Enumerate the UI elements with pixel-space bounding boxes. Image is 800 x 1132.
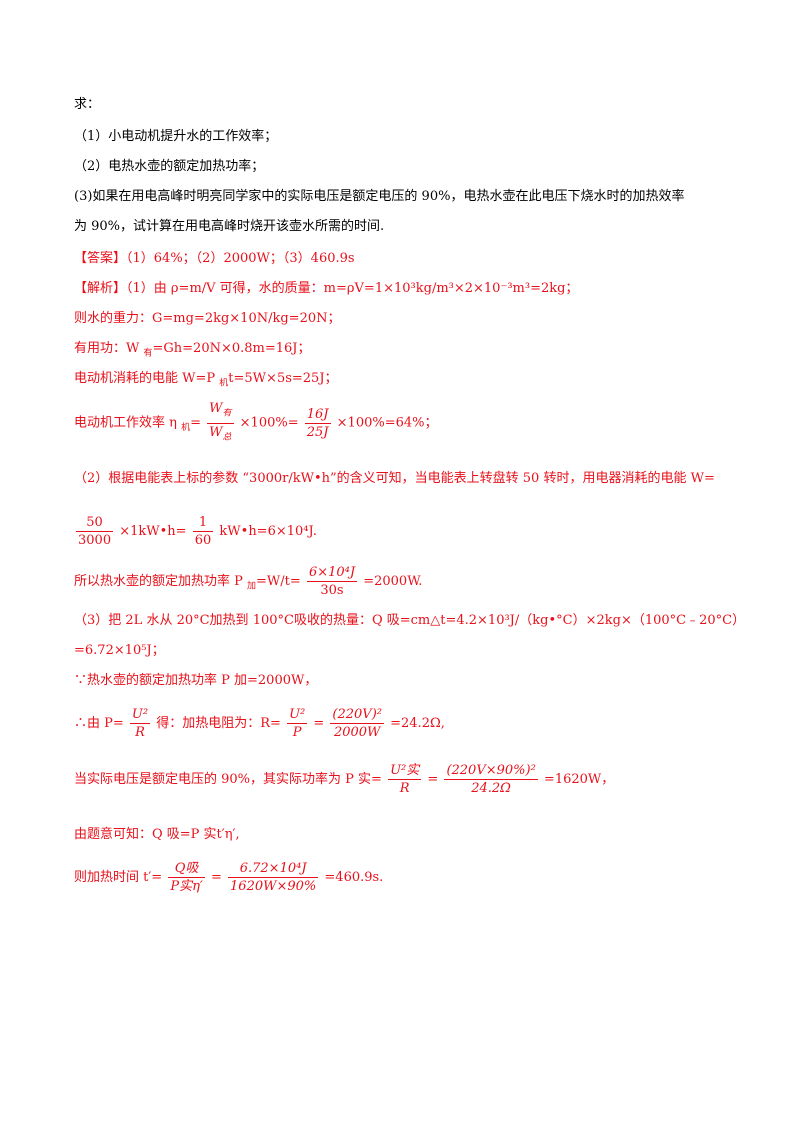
analysis-part3-heat: （3）把 2L 水从 20°C加热到 100°C吸收的热量：Q 吸=cm△t=4… xyxy=(74,613,746,628)
rated-power-num: 6×10⁴J xyxy=(306,565,358,582)
frac1-num: W xyxy=(209,401,223,416)
actual-power-fraction-2: (220V×90%)² 24.2Ω xyxy=(444,762,538,797)
frac2-num: 16J xyxy=(304,406,331,424)
efficiency-fraction-1: W有 W总 xyxy=(207,400,234,446)
useful-work-prefix: 有用功：W xyxy=(74,341,144,356)
answer-line: 【答案】（1）64%；（2）2000W；（3）460.9s xyxy=(74,250,355,268)
resistance-result: =24.2Ω, xyxy=(390,716,445,731)
question-3-line-2: 为 90%，试计算在用电高峰时烧开该壶水所需的时间. xyxy=(74,219,385,234)
resistance-fraction-2: U² P xyxy=(287,706,308,741)
question-ask: 求： xyxy=(74,97,101,112)
time-frac2-den: 1620W×90% xyxy=(230,879,317,894)
question-3-line-1: (3)如果在用电高峰时明亮同学家中的实际电压是额定电压的 90%，电热水壶在此电… xyxy=(74,189,685,204)
time-result: =460.9s. xyxy=(324,870,384,885)
time-frac1-den: P实η′ xyxy=(170,879,203,894)
analysis-part3-resistance: ∴由 P= U² R 得：加热电阻为：R= U² P = (220V)² 200… xyxy=(74,706,445,741)
ap-frac2-den: 24.2Ω xyxy=(471,781,511,796)
actual-power-fraction-1: U²实 R xyxy=(388,762,422,797)
actual-power-prefix: 当实际电压是额定电压的 90%，其实际功率为 P 实= xyxy=(74,772,382,787)
res-frac3-den: 2000W xyxy=(333,725,381,740)
analysis-gravity: 则水的重力：G=mg=2kg×10N/kg=20N； xyxy=(74,311,341,326)
rated-power-sub: 加 xyxy=(247,581,257,592)
frac2-den: 25J xyxy=(306,424,329,440)
time-frac2-num: 6.72×10⁴J xyxy=(228,860,319,878)
rated-power-fraction: 6×10⁴J 30s xyxy=(306,564,358,599)
resistance-fraction-3: (220V)² 2000W xyxy=(330,706,384,741)
question-1: （1）小电动机提升水的工作效率； xyxy=(74,129,278,144)
frac1-num-sub: 有 xyxy=(222,408,232,419)
ap-frac1-den: R xyxy=(399,781,410,796)
rated-power-result: =2000W. xyxy=(363,574,423,589)
actual-power-eq: = xyxy=(427,772,439,787)
efficiency-mid: ×100%= xyxy=(239,415,299,431)
resistance-mid: 得：加热电阻为：R= xyxy=(156,716,281,731)
res-frac2-num: U² xyxy=(287,707,308,724)
analysis-part3-relation: 由题意可知：Q 吸=P 实t′η′, xyxy=(74,827,240,842)
ap-frac2-num: (220V×90%)² xyxy=(444,763,538,780)
part2-fraction-1: 50 3000 xyxy=(76,514,114,549)
efficiency-prefix: 电动机工作效率 η xyxy=(74,415,182,431)
part2-frac1-den: 3000 xyxy=(78,533,112,548)
analysis-label: 【解析】 xyxy=(74,281,127,296)
analysis-line-1: 【解析】（1）由 ρ=m/V 可得，水的质量：m=ρV=1×10³kg/m³×2… xyxy=(74,280,578,298)
analysis-part3-actual-power: 当实际电压是额定电压的 90%，其实际功率为 P 实= U²实 R = (220… xyxy=(74,762,614,797)
res-frac1-num: U² xyxy=(129,707,151,724)
ap-frac1-num: U²实 xyxy=(388,763,422,780)
res-frac3-num: (220V)² xyxy=(330,707,384,724)
analysis-part3-time: 则加热时间 t′= Q吸 P实η′ = 6.72×10⁴J 1620W×90% … xyxy=(74,860,383,895)
frac1-den-sub: 总 xyxy=(222,432,232,443)
rated-power-mid: =W/t= xyxy=(256,574,301,589)
energy-value: t=5W×5s=25J； xyxy=(228,371,338,386)
rated-power-prefix: 所以热水壶的额定加热功率 P xyxy=(74,574,248,589)
part2-mid: ×1kW•h= xyxy=(119,524,187,539)
useful-work-value: =Gh=20N×0.8m=16J； xyxy=(152,341,311,356)
answer-text: （1）64%；（2）2000W；（3）460.9s xyxy=(126,251,355,266)
analysis-part2-line-2: 50 3000 ×1kW•h= 1 60 kW•h=6×10⁴J. xyxy=(74,514,317,549)
time-prefix: 则加热时间 t′= xyxy=(74,870,163,885)
useful-work-sub: 有 xyxy=(143,348,153,359)
efficiency-sub: 机 xyxy=(181,423,191,434)
frac1-den: W xyxy=(209,424,223,440)
analysis-part3-heat-value: =6.72×10⁵J； xyxy=(74,643,165,658)
part2-fraction-2: 1 60 xyxy=(192,514,214,549)
res-frac1-den: R xyxy=(135,725,145,740)
time-fraction-2: 6.72×10⁴J 1620W×90% xyxy=(228,860,319,895)
analysis-mass: （1）由 ρ=m/V 可得，水的质量：m=ρV=1×10³kg/m³×2×10⁻… xyxy=(126,281,579,296)
analysis-electric-energy: 电动机消耗的电能 W=P 机t=5W×5s=25J； xyxy=(74,370,338,393)
part2-result: kW•h=6×10⁴J. xyxy=(219,524,317,539)
part2-frac1-num: 50 xyxy=(76,514,114,532)
time-eq: = xyxy=(210,870,222,885)
resistance-fraction-1: U² R xyxy=(129,706,151,741)
energy-sub: 机 xyxy=(219,378,229,389)
analysis-useful-work: 有用功：W 有=Gh=20N×0.8m=16J； xyxy=(74,340,311,363)
question-2: （2）电热水壶的额定加热功率； xyxy=(74,159,265,174)
time-frac1-num: Q吸 xyxy=(168,860,205,878)
efficiency-result: ×100%=64%； xyxy=(336,415,438,431)
part2-frac2-num: 1 xyxy=(192,514,214,532)
resistance-prefix: ∴由 P= xyxy=(74,716,124,731)
analysis-part2-line-1: （2）根据电能表上标的参数 “3000r/kW•h”的含义可知，当电能表上转盘转… xyxy=(74,471,715,486)
efficiency-fraction-2: 16J 25J xyxy=(304,406,331,441)
analysis-part3-rated-power: ∵热水壶的额定加热功率 P 加=2000W， xyxy=(74,673,318,688)
answer-label: 【答案】 xyxy=(74,251,127,266)
analysis-part2-line-3: 所以热水壶的额定加热功率 P 加=W/t= 6×10⁴J 30s =2000W. xyxy=(74,564,422,599)
actual-power-result: =1620W， xyxy=(543,772,615,787)
part2-frac2-den: 60 xyxy=(194,533,212,548)
res-frac2-den: P xyxy=(292,725,302,740)
rated-power-den: 30s xyxy=(320,583,344,598)
resistance-eq: = xyxy=(313,716,325,731)
time-fraction-1: Q吸 P实η′ xyxy=(168,860,205,895)
energy-prefix: 电动机消耗的电能 W=P xyxy=(74,371,220,386)
efficiency-eq: = xyxy=(190,415,201,431)
analysis-efficiency: 电动机工作效率 η 机= W有 W总 ×100%= 16J 25J ×100%=… xyxy=(74,400,438,446)
